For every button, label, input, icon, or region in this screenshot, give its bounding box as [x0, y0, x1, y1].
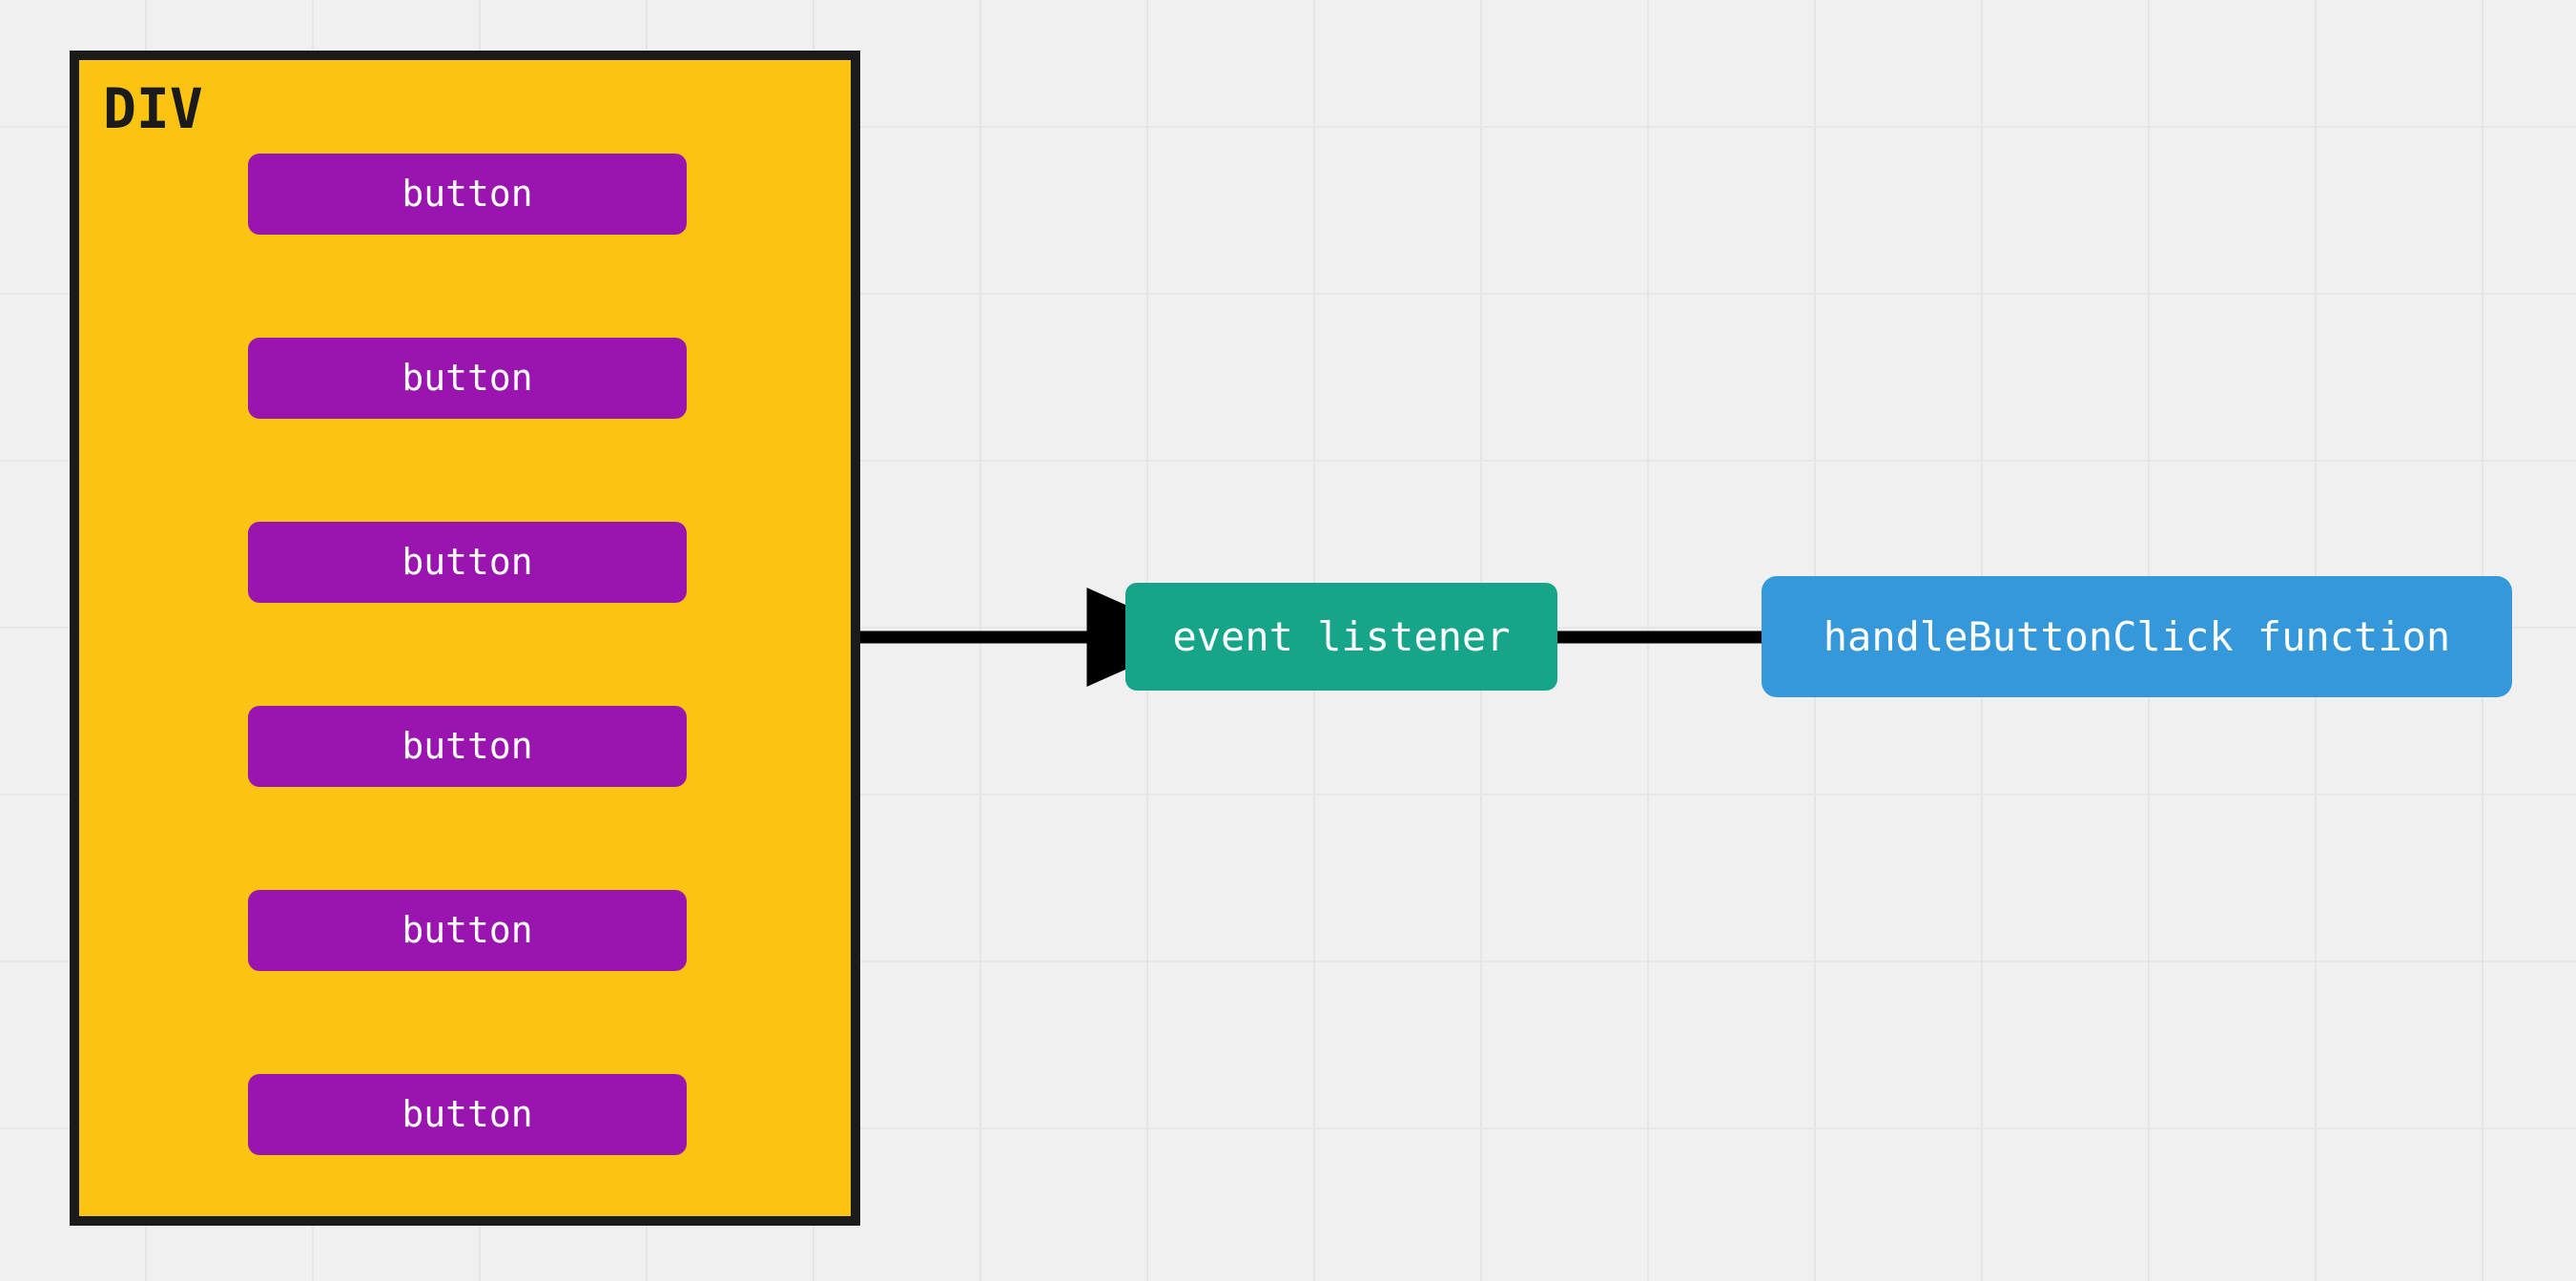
event-listener-node[interactable]: event listener: [1125, 583, 1557, 691]
button-3[interactable]: button: [248, 522, 687, 603]
button-2[interactable]: button: [248, 338, 687, 419]
button-1[interactable]: button: [248, 154, 687, 235]
div-container-label: DIV: [103, 76, 203, 141]
handle-button-click-node[interactable]: handleButtonClick function: [1762, 576, 2512, 697]
button-4[interactable]: button: [248, 706, 687, 787]
button-6[interactable]: button: [248, 1074, 687, 1155]
button-stack: button button button button button butto…: [248, 154, 687, 1155]
div-container-node[interactable]: DIV button button button button button b…: [70, 51, 860, 1226]
button-5[interactable]: button: [248, 890, 687, 971]
